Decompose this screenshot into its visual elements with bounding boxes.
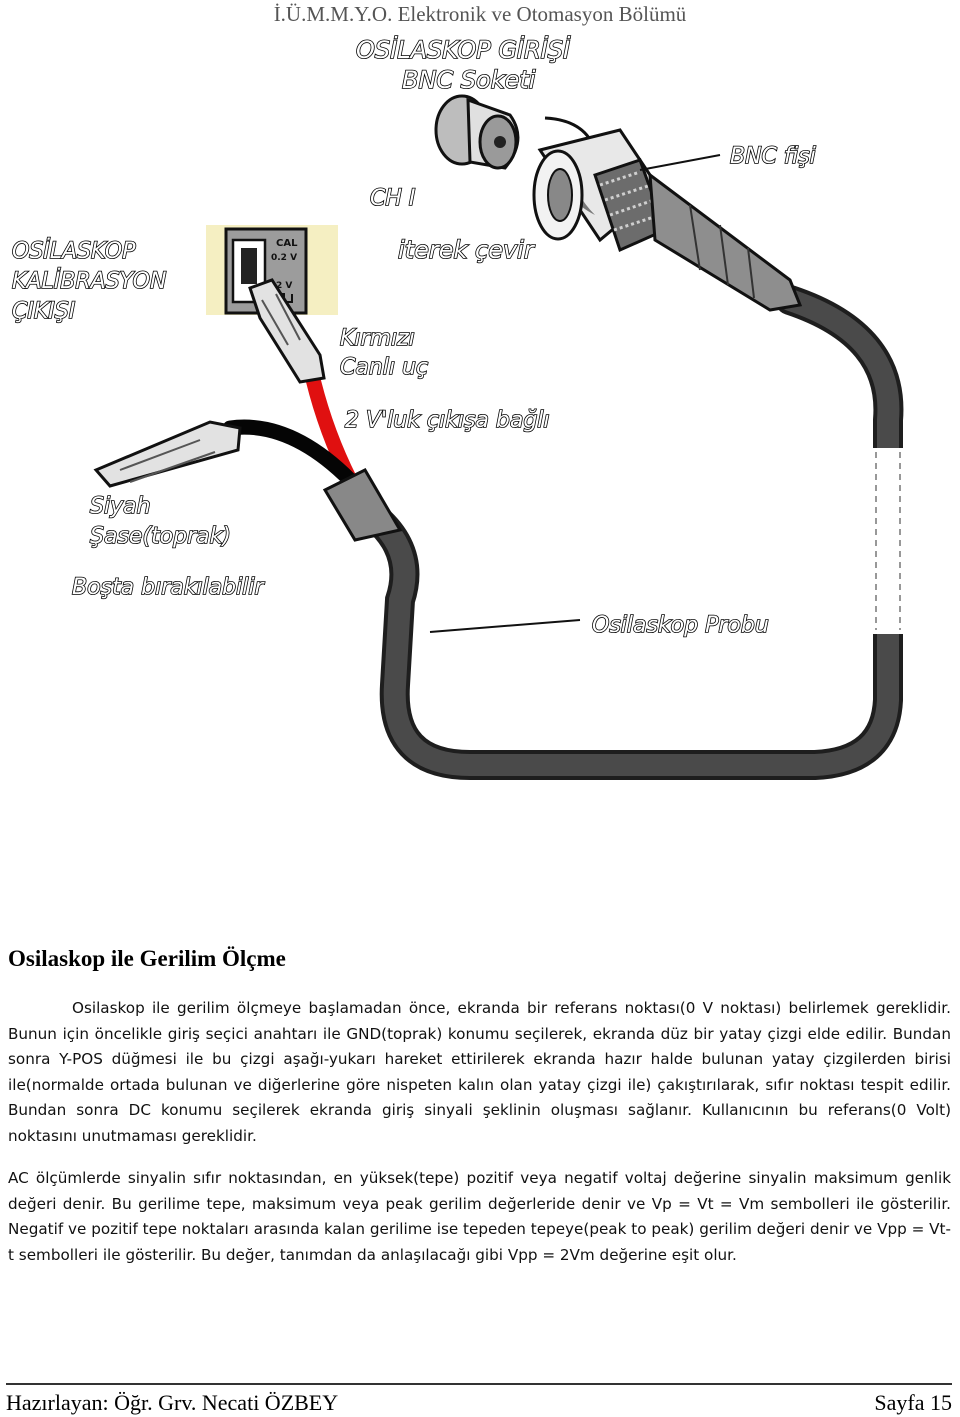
calibration-panel: CAL 0.2 V 2 V bbox=[206, 225, 338, 315]
probe-body bbox=[322, 468, 403, 542]
label-channel: CH I bbox=[370, 186, 415, 211]
label-cal-line3: ÇIKIŞI bbox=[12, 299, 75, 324]
red-clip-detail bbox=[261, 293, 301, 346]
oscilloscope-probe-figure: CAL 0.2 V 2 V OSİLASKOP GİRİŞİ BNC Soket… bbox=[11, 34, 906, 780]
label-input-line1: OSİLASKOP GİRİŞİ bbox=[356, 35, 571, 64]
footer-page-number: Sayfa 15 bbox=[874, 1390, 952, 1415]
probe-cable-fill bbox=[339, 289, 900, 776]
label-red-line2: Canlı uç bbox=[340, 355, 428, 380]
red-clip bbox=[248, 278, 326, 384]
cal-panel-value2: 2 V bbox=[276, 281, 292, 291]
label-black-line2: Şase(toprak) bbox=[90, 524, 231, 549]
bnc-socket bbox=[434, 94, 520, 170]
section-title: Osilaskop ile Gerilim Ölçme bbox=[8, 946, 286, 971]
bnc-plug bbox=[532, 128, 803, 312]
probe-cable bbox=[335, 285, 904, 780]
leader-probe bbox=[429, 619, 581, 633]
label-black-line1: Siyah bbox=[90, 494, 151, 519]
label-cal-line1: OSİLASKOP bbox=[12, 238, 136, 264]
paragraph-peak-values: AC ölçümlerde sinyalin sıfır noktasından… bbox=[8, 1169, 951, 1264]
label-push-turn: iterek çevir bbox=[398, 236, 536, 264]
label-bnc-plug: BNC fişi bbox=[730, 144, 816, 169]
leader-bnc-plug bbox=[639, 154, 721, 171]
label-connected: 2 V'luk çıkışa bağlı bbox=[345, 408, 550, 433]
label-cal-line2: KALİBRASYON bbox=[12, 268, 166, 294]
paragraph-reference-point: Osilaskop ile gerilim ölçmeye başlamadan… bbox=[8, 999, 951, 1145]
cal-panel-value1: 0.2 V bbox=[271, 253, 297, 263]
label-red-line1: Kırmızı bbox=[340, 326, 415, 351]
label-probe: Osilaskop Probu bbox=[592, 613, 769, 638]
label-input-line2: BNC Soketi bbox=[402, 66, 536, 94]
page-footer: Hazırlayan: Öğr. Grv. Necati ÖZBEY Sayfa… bbox=[6, 1383, 952, 1416]
black-clip bbox=[93, 420, 242, 488]
footer-author: Hazırlayan: Öğr. Grv. Necati ÖZBEY bbox=[6, 1390, 339, 1415]
cal-panel-title: CAL bbox=[276, 238, 298, 249]
black-wire bbox=[222, 419, 358, 488]
page-header: İ.Ü.M.M.Y.O. Elektronik ve Otomasyon Böl… bbox=[273, 2, 687, 26]
black-clip-detail bbox=[119, 439, 216, 483]
label-free: Boşta bırakılabilir bbox=[72, 575, 265, 600]
